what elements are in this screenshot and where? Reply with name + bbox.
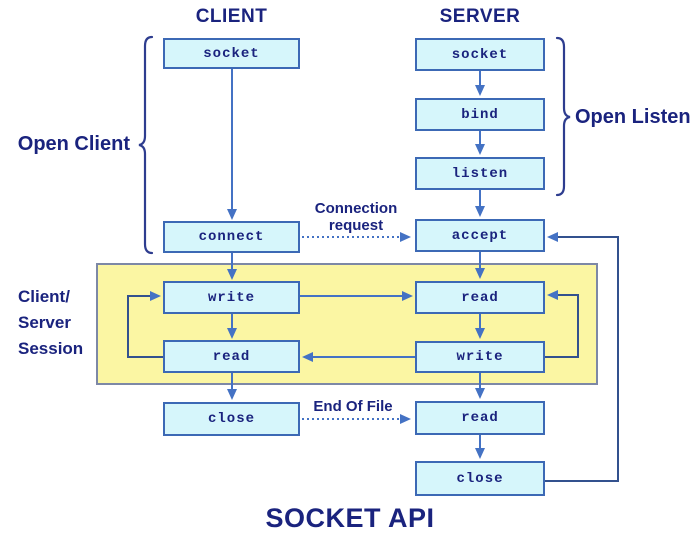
server-write-box: write <box>415 341 545 373</box>
server-read2-box: read <box>415 401 545 435</box>
server-read-box: read <box>415 281 545 314</box>
client-connect-box: connect <box>163 221 300 253</box>
page-title: SOCKET API <box>265 503 435 533</box>
server-bind-box: bind <box>415 98 545 131</box>
open-client-brace <box>138 35 154 255</box>
server-close-box: close <box>415 461 545 496</box>
connection-request-label: Connection request <box>314 200 398 234</box>
client-close-box: close <box>163 402 300 436</box>
server-socket-box: socket <box>415 38 545 71</box>
server-accept-box: accept <box>415 219 545 252</box>
open-listen-brace <box>555 36 571 197</box>
client-socket-box: socket <box>163 38 300 69</box>
open-client-label: Open Client <box>17 133 130 155</box>
client-column-header: CLIENT <box>195 6 268 27</box>
client-write-box: write <box>163 281 300 314</box>
server-listen-box: listen <box>415 157 545 190</box>
client-server-session-label: Client/ Server Session <box>18 287 84 358</box>
open-listen-label: Open Listen <box>575 106 691 128</box>
end-of-file-label: End Of File <box>313 398 393 415</box>
server-column-header: SERVER <box>439 6 521 27</box>
client-read-box: read <box>163 340 300 373</box>
